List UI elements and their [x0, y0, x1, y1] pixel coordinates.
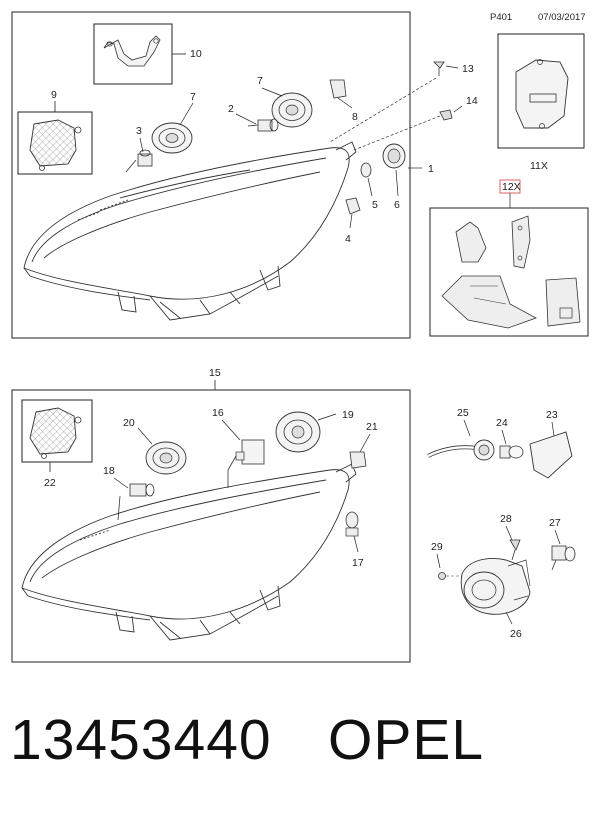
callout-20: 20: [123, 417, 135, 429]
callout-12x: 12X: [502, 181, 521, 193]
socket-25: 25: [427, 407, 495, 461]
bulb-5: 5: [360, 162, 378, 211]
callout-10: 10: [190, 48, 202, 60]
cap-7-left: 7: [151, 91, 196, 154]
callout-6: 6: [394, 199, 400, 211]
brand-name: OPEL: [328, 708, 485, 772]
callout-26: 26: [510, 628, 522, 640]
screw-13: 13: [329, 61, 474, 143]
callout-28: 28: [500, 513, 512, 525]
callout-11x: 11X: [530, 160, 548, 172]
bulb-3: 3: [125, 125, 153, 173]
callout-29: 29: [431, 541, 443, 553]
callout-24: 24: [496, 417, 508, 429]
callout-5: 5: [372, 199, 378, 211]
callout-1: 1: [428, 163, 434, 175]
cap-20: 20: [123, 417, 187, 475]
callout-16: 16: [212, 407, 224, 419]
callout-7-right: 7: [257, 75, 263, 87]
callout-15: 15: [209, 367, 221, 379]
connector-21: 21: [349, 421, 378, 469]
bulb-2: 2: [228, 103, 279, 132]
callout-19: 19: [342, 409, 354, 421]
bulb-18: 18: [103, 465, 155, 521]
cap-7-right: 7: [257, 75, 313, 128]
frame-headlamp-assembly-2: [11, 389, 411, 663]
socket-4: 4: [345, 197, 361, 245]
callout-21: 21: [366, 421, 378, 433]
callout-23: 23: [546, 409, 558, 421]
cover-23: 23: [529, 409, 573, 479]
callout-13: 13: [462, 63, 474, 75]
screw-14: 14: [353, 95, 478, 151]
callout-18: 18: [103, 465, 115, 477]
callout-14: 14: [466, 95, 478, 107]
fog-lamp-26: 28 27 29 26: [431, 513, 576, 640]
callout-7-left: 7: [190, 91, 196, 103]
callout-2: 2: [228, 103, 234, 115]
part-number: 13453440: [10, 708, 272, 772]
bulb-17: 17: [345, 511, 364, 569]
detail-box-9: 9: [17, 89, 93, 175]
callout-4: 4: [345, 233, 351, 245]
cap-19: 19: [275, 409, 354, 453]
bulb-16: 16: [212, 407, 265, 488]
callout-17: 17: [352, 557, 364, 569]
detail-box-22: 22: [21, 399, 93, 489]
callout-27: 27: [549, 517, 561, 529]
detail-box-10: 10: [93, 23, 202, 85]
headlamp-bottom: [21, 463, 357, 641]
callout-22: 22: [44, 477, 56, 489]
callout-25: 25: [457, 407, 469, 419]
callout-3: 3: [136, 125, 142, 137]
callout-9: 9: [51, 89, 57, 101]
headlamp-top: [23, 141, 357, 321]
detail-box-12x: 12X: [429, 179, 589, 337]
page-code: P401: [490, 12, 512, 23]
connector-8: 8: [329, 79, 358, 123]
diagram-date: 07/03/2017: [538, 12, 586, 23]
cap-6: 6: [382, 143, 406, 211]
bulb-24: 24: [496, 417, 524, 459]
frame-headlamp-assembly: [11, 11, 411, 339]
detail-box-11x: 11X: [497, 33, 585, 172]
callout-8: 8: [352, 111, 358, 123]
